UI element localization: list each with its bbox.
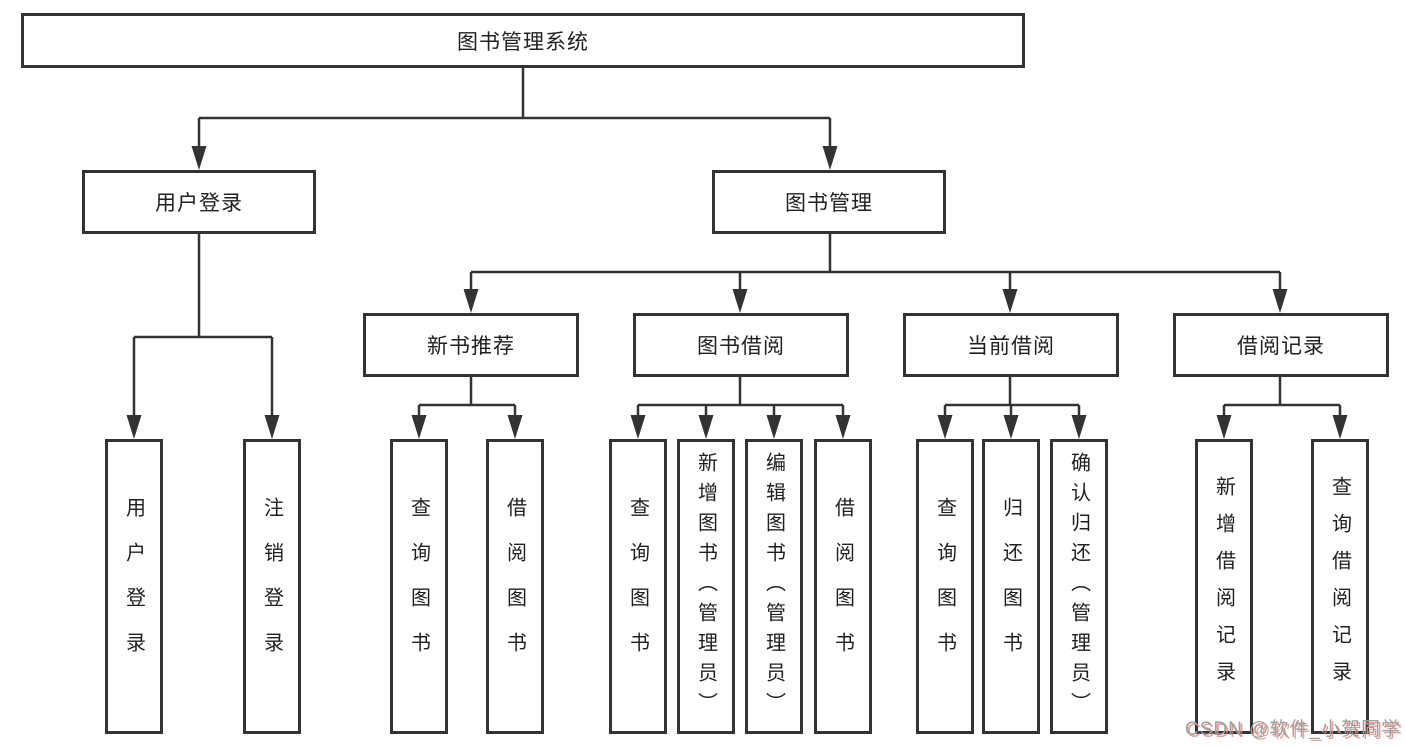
leaf-borrow-book: 借阅图书 (814, 439, 872, 734)
leaf-query-book-borrow: 查询图书 (609, 439, 667, 734)
leaf-label: 查询图书 (407, 496, 430, 677)
leaf-label: 归还图书 (999, 496, 1022, 677)
leaf-logout: 注销登录 (243, 439, 301, 734)
leaf-label: 查询图书 (626, 496, 649, 677)
csdn-watermark: CSDN @软件_小贺同学 (1185, 719, 1401, 740)
leaf-label: 注销登录 (260, 496, 283, 677)
leaf-label: 确认归还（管理员） (1067, 451, 1090, 722)
node-book-management: 图书管理 (712, 170, 946, 234)
node-current-borrow: 当前借阅 (903, 313, 1119, 377)
node-user-login: 用户登录 (82, 170, 316, 234)
leaf-confirm-return-admin: 确认归还（管理员） (1050, 439, 1108, 734)
node-library-management-system: 图书管理系统 (21, 13, 1025, 68)
node-label: 借阅记录 (1237, 335, 1325, 358)
node-label: 图书借阅 (697, 335, 785, 358)
node-label: 新书推荐 (427, 335, 515, 358)
node-label: 当前借阅 (967, 335, 1055, 358)
leaf-return-book: 归还图书 (982, 439, 1040, 734)
leaf-query-book-recommend: 查询图书 (390, 439, 448, 734)
leaf-add-book-admin: 新增图书（管理员） (677, 439, 735, 734)
leaf-label: 借阅图书 (503, 496, 526, 677)
leaf-add-borrow-record: 新增借阅记录 (1195, 439, 1253, 734)
leaf-label: 用户登录 (122, 496, 145, 677)
leaf-edit-book-admin: 编辑图书（管理员） (745, 439, 803, 734)
leaf-label: 借阅图书 (831, 496, 854, 677)
leaf-label: 查询图书 (933, 496, 956, 677)
leaf-query-book-current: 查询图书 (916, 439, 974, 734)
leaf-user-login: 用户登录 (105, 439, 163, 734)
node-book-borrow: 图书借阅 (633, 313, 849, 377)
leaf-label: 新增图书（管理员） (694, 451, 717, 722)
node-borrow-record: 借阅记录 (1173, 313, 1389, 377)
leaf-label: 新增借阅记录 (1212, 475, 1235, 698)
node-label: 用户登录 (155, 192, 243, 215)
leaf-query-borrow-record: 查询借阅记录 (1311, 439, 1369, 734)
node-label: 图书管理 (785, 192, 873, 215)
node-label: 图书管理系统 (457, 30, 589, 54)
leaf-borrow-book-recommend: 借阅图书 (486, 439, 544, 734)
leaf-label: 查询借阅记录 (1328, 475, 1351, 698)
leaf-label: 编辑图书（管理员） (762, 451, 785, 722)
node-new-book-recommend: 新书推荐 (363, 313, 579, 377)
